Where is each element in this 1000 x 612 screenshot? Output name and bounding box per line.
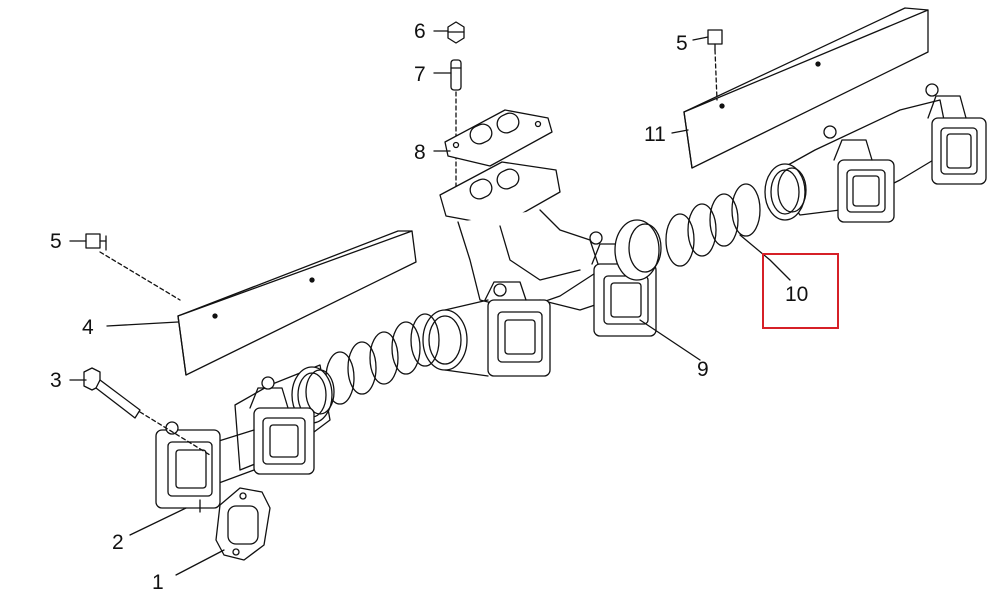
callout-9: 9 (697, 358, 709, 381)
nut-6 (447, 21, 465, 44)
bolt-5-right (707, 29, 723, 101)
manifold-center-section (422, 161, 662, 377)
callout-3: 3 (50, 369, 62, 392)
gasket-8 (444, 109, 553, 167)
seal-rings-10 (665, 183, 761, 267)
callout-11: 11 (644, 123, 666, 146)
callout-4: 4 (82, 316, 94, 339)
manifold-right-section (764, 83, 987, 223)
manifold-left-section (189, 364, 335, 491)
seal-rings-left (325, 313, 440, 405)
callout-7: 7 (414, 63, 426, 86)
heat-shield-left (177, 230, 417, 376)
highlight-box-part-10 (762, 253, 839, 329)
callout-1: 1 (152, 571, 164, 594)
bolt-3 (83, 367, 211, 456)
callout-5-right: 5 (676, 32, 688, 55)
callout-5-left: 5 (50, 230, 62, 253)
callout-2: 2 (112, 531, 124, 554)
callout-leaders (69, 30, 791, 576)
callout-10: 10 (785, 283, 809, 306)
heat-shield-right (683, 7, 929, 169)
callout-6: 6 (414, 20, 426, 43)
gasket-1 (215, 487, 271, 561)
stud-7 (450, 59, 462, 191)
bolt-5-left (85, 233, 181, 301)
end-flange-2 (155, 421, 221, 513)
callout-8: 8 (414, 141, 426, 164)
